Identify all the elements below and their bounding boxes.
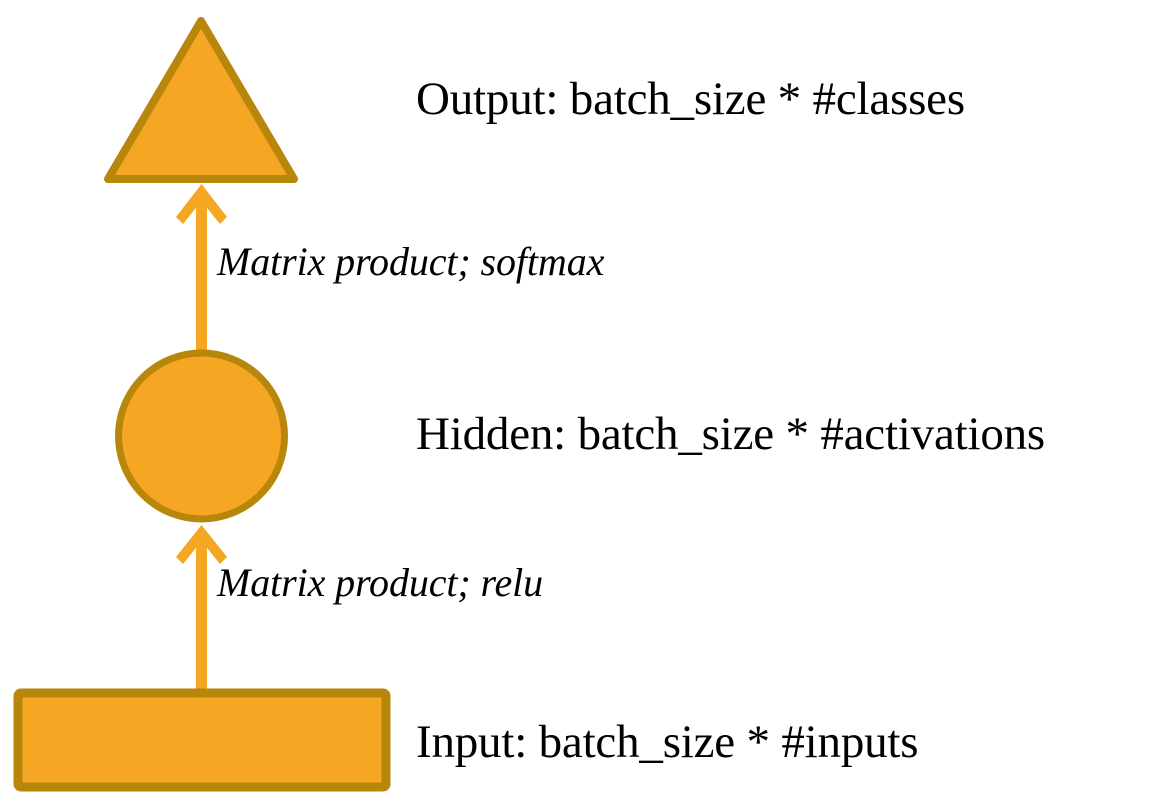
node-label-hidden: Hidden: batch_size * #activations — [416, 408, 1046, 460]
arrow-head-input-to-hidden — [176, 525, 227, 564]
edge-input-to-hidden — [176, 525, 227, 693]
node-output-triangle[interactable] — [104, 17, 298, 183]
node-hidden-circle[interactable] — [115, 349, 288, 523]
edge-label-input-to-hidden: Matrix product; relu — [217, 560, 544, 605]
arrow-head-hidden-to-output — [176, 184, 227, 224]
node-input-rectangle[interactable] — [13, 688, 391, 792]
arrow-shaft-input-to-hidden — [196, 535, 207, 693]
edge-label-hidden-to-output: Matrix product; softmax — [217, 239, 605, 284]
edge-hidden-to-output — [176, 184, 227, 362]
arrow-shaft-hidden-to-output — [196, 196, 207, 362]
node-label-input: Input: batch_size * #inputs — [416, 716, 919, 768]
node-label-output: Output: batch_size * #classes — [416, 73, 965, 125]
